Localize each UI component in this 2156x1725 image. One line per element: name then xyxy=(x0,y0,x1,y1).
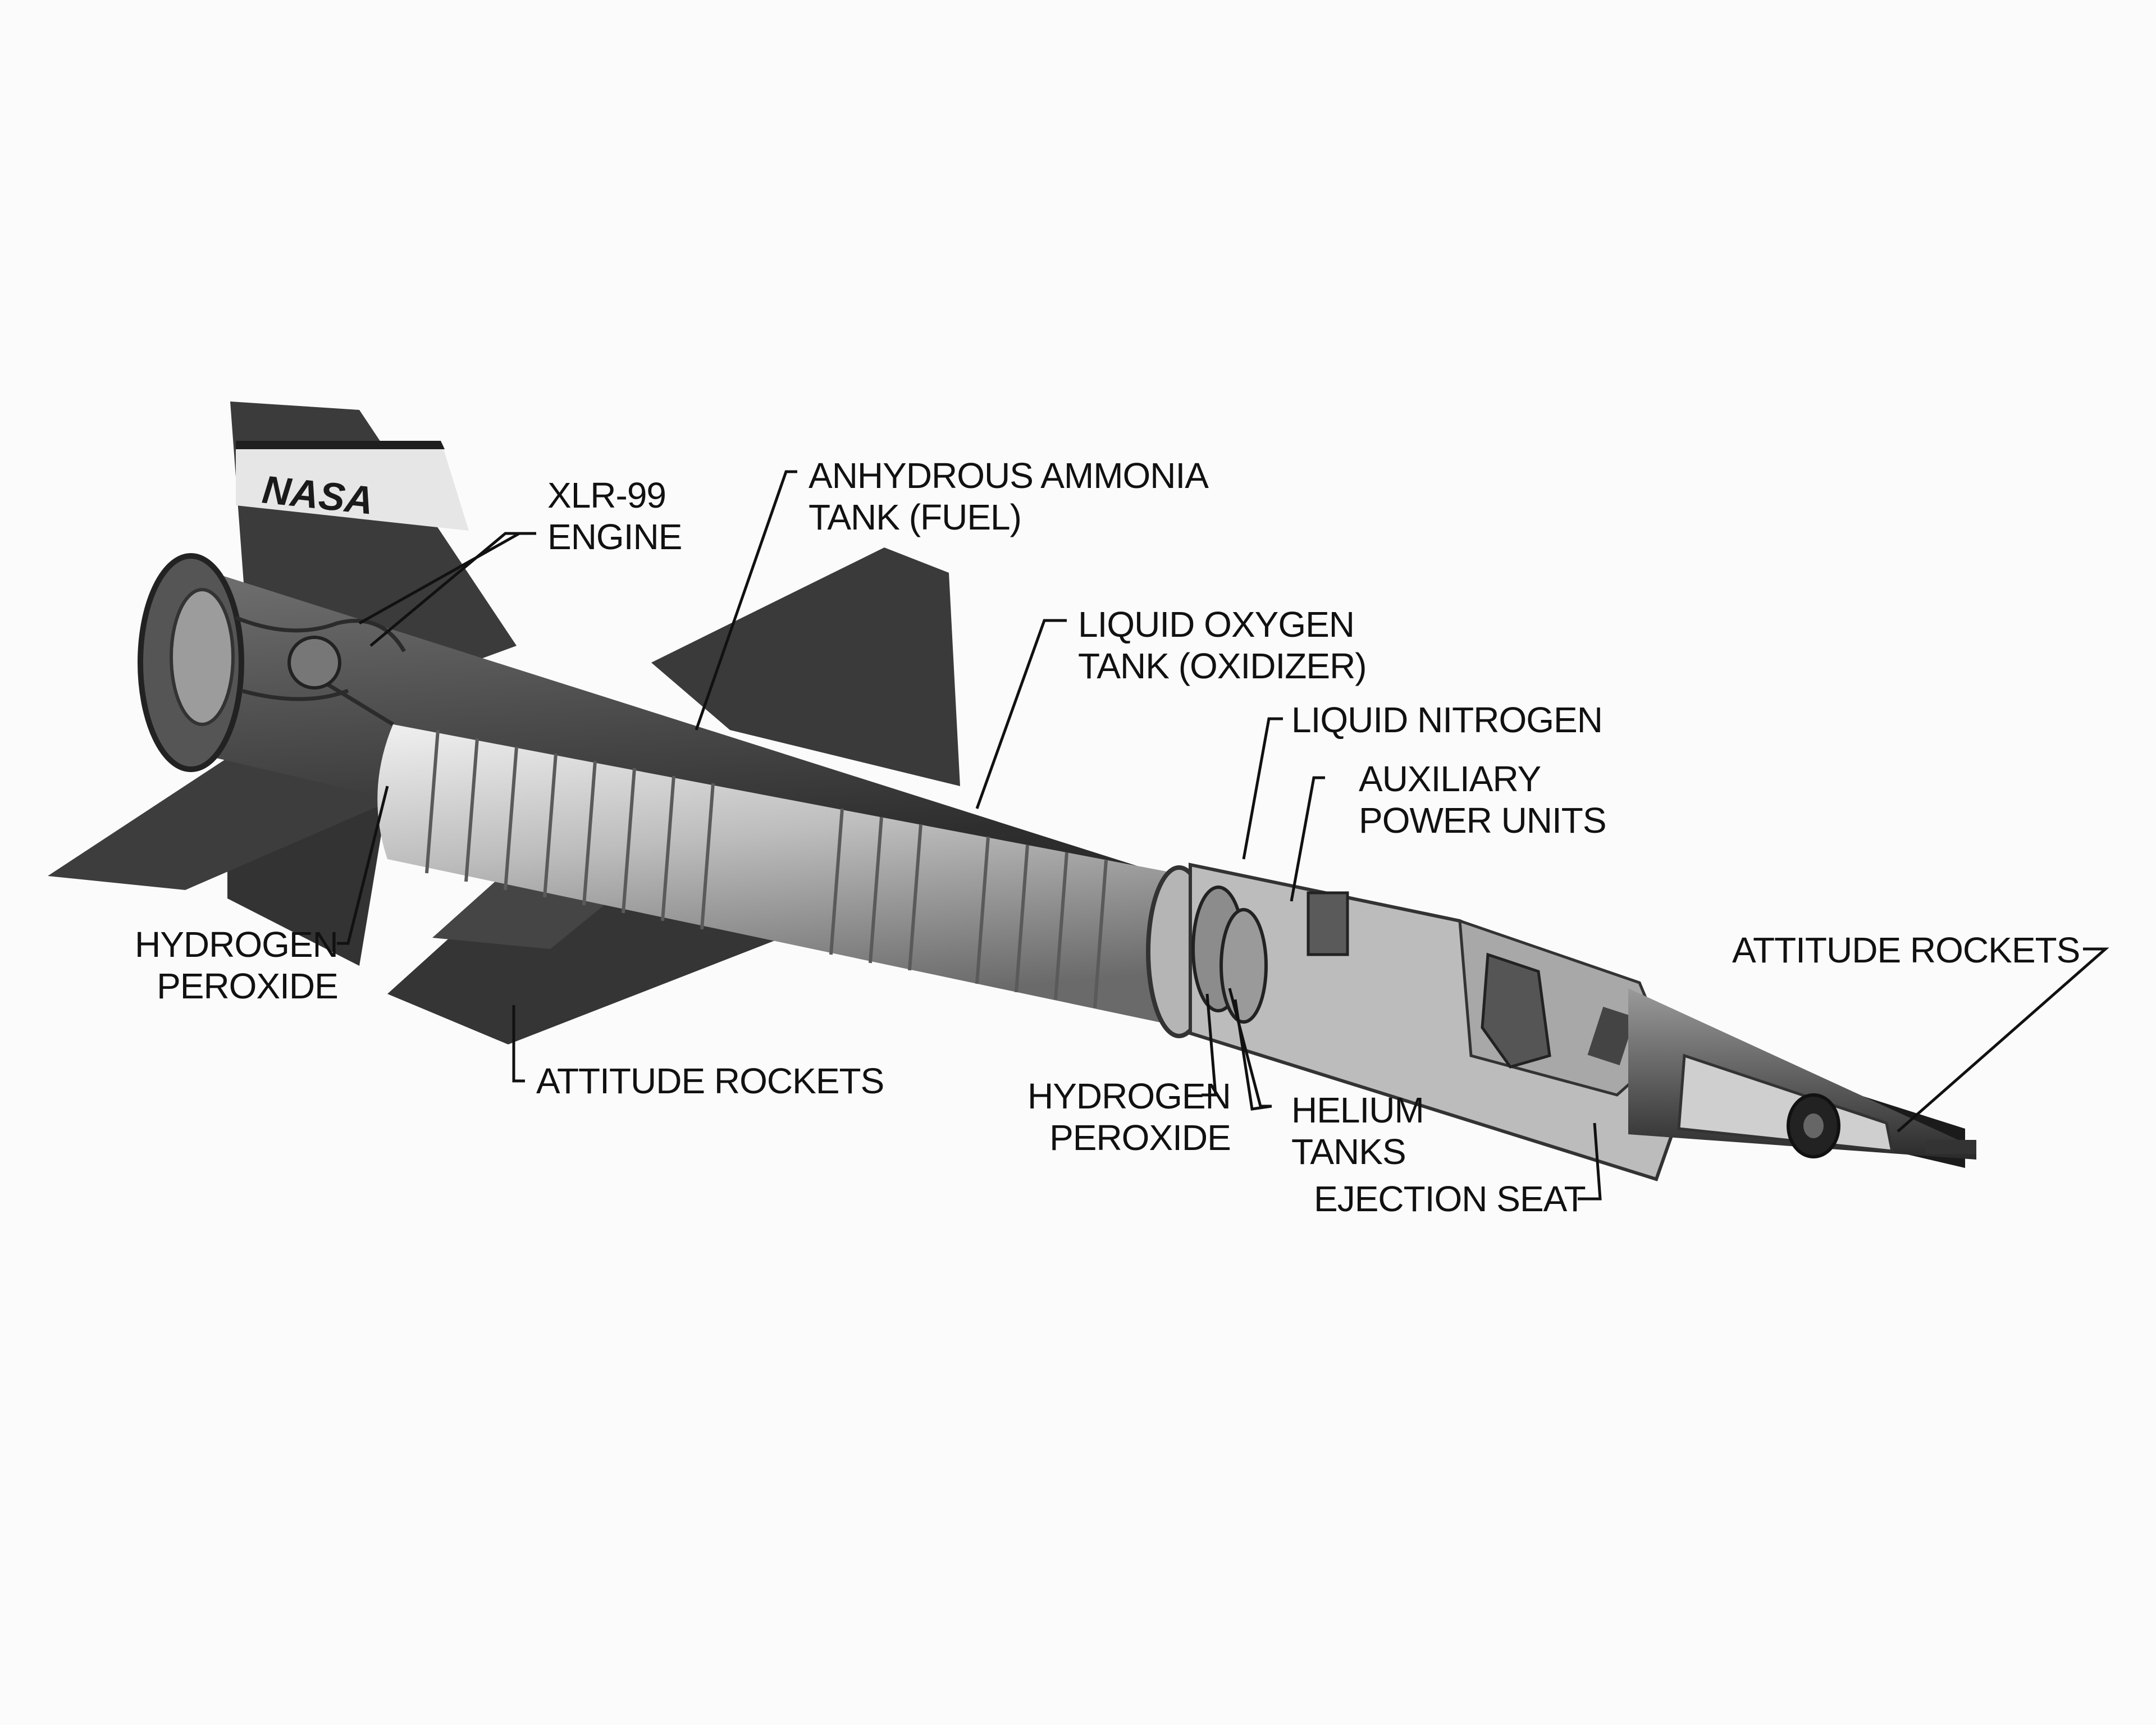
label-xlr99-engine: XLR-99 ENGINE xyxy=(547,475,682,557)
engine-nozzle xyxy=(170,588,235,726)
left-horizontal-stabilizer xyxy=(48,752,399,890)
right-wing-upper xyxy=(651,547,960,786)
label-liquid-oxygen-tank: LIQUID OXYGEN TANK (OXIDIZER) xyxy=(1078,604,1367,686)
engine-turbopump xyxy=(287,636,341,690)
label-ejection-seat: EJECTION SEAT xyxy=(1314,1179,1586,1219)
label-hydrogen-peroxide-fwd: HYDROGEN PEROXIDE xyxy=(1027,1076,1231,1158)
hydrogen-peroxide-tank xyxy=(1219,908,1268,1024)
label-liquid-nitrogen: LIQUID NITROGEN xyxy=(1291,700,1603,740)
label-hydrogen-peroxide-aft: HYDROGEN PEROXIDE xyxy=(135,924,339,1006)
nose-tip xyxy=(1926,1140,1976,1154)
label-anhydrous-ammonia-tank: ANHYDROUS AMMONIA TANK (FUEL) xyxy=(808,455,1209,537)
label-attitude-rockets-nose: ATTITUDE ROCKETS xyxy=(1732,930,2080,970)
apu-box xyxy=(1307,891,1349,956)
propellant-tank-cutaway xyxy=(377,724,1191,1028)
label-helium-tanks: HELIUM TANKS xyxy=(1291,1090,1424,1172)
leader-lines xyxy=(337,470,2109,1201)
ejection-seat xyxy=(1481,952,1551,1069)
tail-logo-band xyxy=(236,449,469,531)
instrument-panel xyxy=(1587,1006,1636,1066)
label-attitude-rockets-wing: ATTITUDE ROCKETS xyxy=(536,1061,884,1101)
label-auxiliary-power-units: AUXILIARY POWER UNITS xyxy=(1359,759,1607,841)
